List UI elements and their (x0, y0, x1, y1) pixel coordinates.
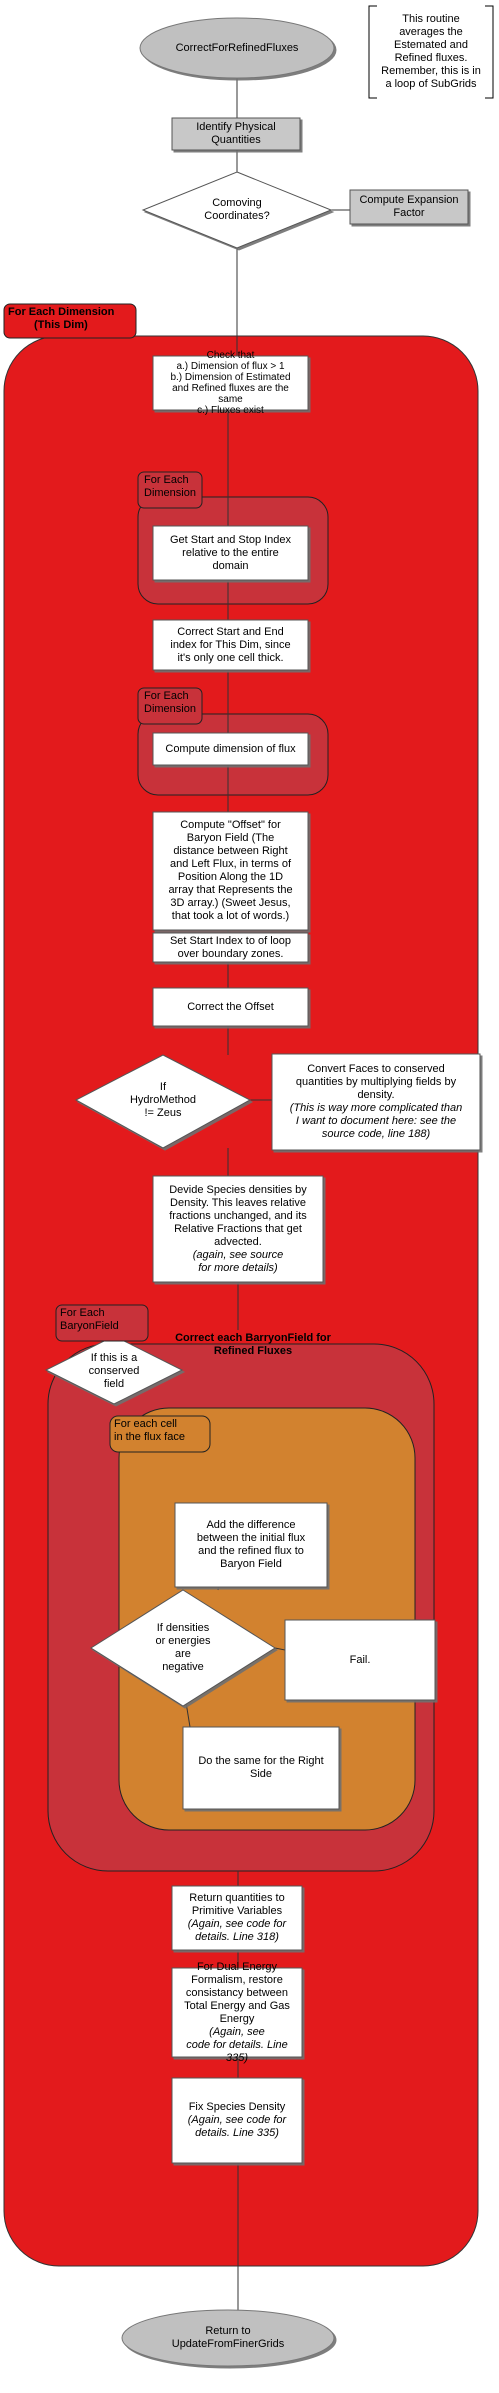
conserved-decision[interactable] (44, 1335, 184, 1405)
dimension-2-tab[interactable] (137, 687, 203, 725)
correct-start-end-box[interactable] (152, 619, 309, 671)
compute-offset-box[interactable] (152, 811, 309, 931)
densities-decision[interactable] (90, 1589, 276, 1707)
conserved-label: If this is a conserved field (88, 1351, 140, 1390)
note-top: This routine averages the Estemated and … (381, 13, 481, 90)
convert-faces-note: (This is way more complicated than I wan… (289, 1102, 463, 1140)
comoving-decision[interactable] (141, 171, 333, 249)
note-bracket (368, 5, 494, 99)
dimension-1-tab[interactable] (137, 471, 203, 509)
compute-dim-flux-box[interactable] (152, 732, 309, 766)
check-label: Check that a.) Dimension of flux > 1 b.)… (170, 350, 291, 416)
devide-species-label-group: Devide Species densities by Density. Thi… (153, 1176, 323, 1282)
correct-start-end-label: Correct Start and End index for This Dim… (170, 625, 291, 664)
convert-faces-label: Convert Faces to conserved quantities by… (295, 1063, 457, 1101)
start-terminal[interactable] (139, 17, 335, 79)
fail-label: Fail. (349, 1653, 371, 1666)
fix-species-label: Fix Species Density (188, 2101, 286, 2113)
correct-offset-box[interactable] (152, 987, 309, 1027)
comoving-label: Comoving Coordinates? (204, 197, 270, 222)
return-primitive-label-group: Return quantities to Primitive Variables… (172, 1886, 302, 1950)
dual-energy-box[interactable] (171, 1967, 303, 2058)
baryonfield-tab[interactable] (55, 1304, 149, 1342)
convert-faces-label-group: Convert Faces to conserved quantities by… (272, 1054, 480, 1150)
identify-label: Identify Physical Quantities (196, 121, 276, 146)
add-difference-label: Add the difference between the initial f… (196, 1519, 306, 1570)
compute-dim-flux-label: Compute dimension of flux (165, 742, 296, 755)
cell-label: For each cell in the flux face (114, 1418, 185, 1443)
convert-faces-box[interactable] (271, 1053, 481, 1151)
dimension-1-label: For Each Dimension (144, 474, 196, 499)
same-right-box[interactable] (182, 1726, 340, 1810)
return-primitive-box[interactable] (171, 1885, 303, 1951)
dual-energy-note: (Again, see code for details. Line 335) (186, 2025, 288, 2064)
dimension-2-label: For Each Dimension (144, 690, 196, 715)
start-label: CorrectForRefinedFluxes (175, 41, 299, 54)
compute-expansion-label: Compute Expansion Factor (359, 194, 459, 219)
same-right-label: Do the same for the Right Side (198, 1755, 324, 1780)
return-primitive-note: (Again, see code for details. Line 318) (187, 1918, 287, 1943)
for-each-dimension-label: For Each Dimension(This Dim) (8, 306, 115, 331)
hydro-decision[interactable] (74, 1054, 252, 1149)
correct-offset-label: Correct the Offset (187, 1000, 274, 1013)
dual-energy-label-group: For Dual Energy Formalism, restore consi… (172, 1961, 302, 2064)
cell-tab[interactable] (109, 1415, 211, 1453)
compute-expansion-box[interactable] (349, 189, 469, 225)
compute-offset-label: Compute "Offset" for Baryon Field (The d… (168, 819, 293, 922)
check-box[interactable] (152, 355, 309, 411)
baryonfield-label: For Each BaryonField (60, 1307, 119, 1332)
fix-species-box[interactable] (171, 2077, 303, 2164)
set-start-index-box[interactable] (152, 932, 309, 963)
get-start-stop-box[interactable] (152, 525, 309, 581)
get-start-stop-label: Get Start and Stop Index relative to the… (169, 533, 292, 572)
devide-species-label: Devide Species densities by Density. Thi… (169, 1183, 307, 1248)
for-each-dimension-tab[interactable] (3, 303, 137, 339)
set-start-index-label: Set Start Index to of loop over boundary… (169, 934, 292, 960)
devide-species-note: (again, see source for more details) (192, 1248, 284, 1274)
fix-species-note: (Again, see code for details. Line 335) (187, 2114, 287, 2139)
dual-energy-label: For Dual Energy Formalism, restore consi… (184, 1960, 290, 2025)
fix-species-label-group: Fix Species Density (Again, see code for… (172, 2078, 302, 2163)
devide-species-box[interactable] (152, 1175, 324, 1283)
densities-label: If densities or energies are negative (155, 1622, 211, 1673)
end-terminal[interactable] (121, 2309, 335, 2367)
add-difference-box[interactable] (174, 1502, 328, 1588)
identify-box[interactable] (171, 117, 301, 151)
fail-box[interactable] (284, 1619, 436, 1701)
return-primitive-label: Return quantities to Primitive Variables (189, 1892, 285, 1917)
end-label: Return to UpdateFromFinerGrids (171, 2325, 285, 2350)
hydro-label: If HydroMethod != Zeus (129, 1080, 197, 1119)
correct-each-baryon-label: Correct each BarryonField for Refined Fl… (175, 1332, 331, 1357)
